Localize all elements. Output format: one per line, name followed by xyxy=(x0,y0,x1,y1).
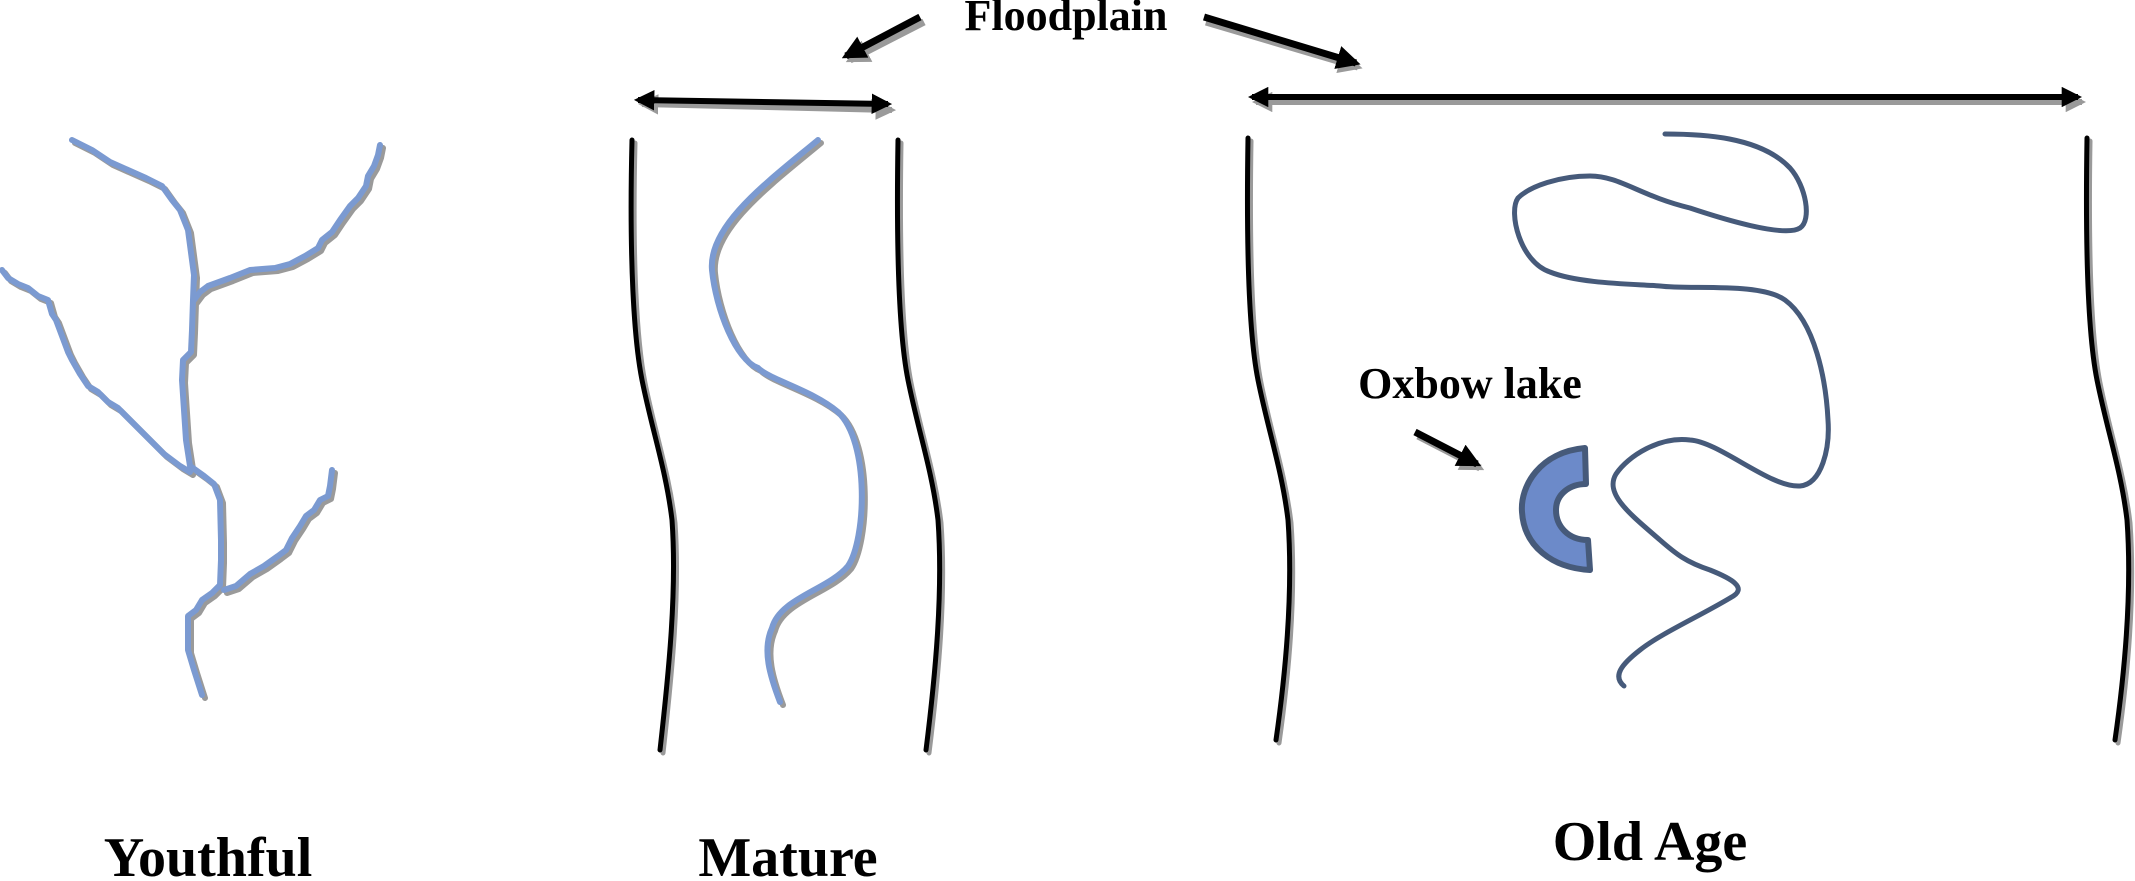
mature-floodplain-arrow xyxy=(633,90,897,120)
youthful-stage-label: Youthful xyxy=(104,827,313,881)
floodplain-pointer-arrows xyxy=(841,13,1363,74)
oxbow-lake xyxy=(1518,445,1593,573)
youthful-stream-network xyxy=(0,137,386,701)
mature-meandering-river xyxy=(708,137,868,708)
mature-right-valley-wall xyxy=(894,137,943,753)
oxbow-lake-pointer-arrow xyxy=(1413,428,1485,472)
old-age-valley-walls xyxy=(1244,135,2135,746)
mature-stage-label: Mature xyxy=(698,827,877,881)
old-age-right-valley-wall xyxy=(2083,135,2132,743)
old-age-stage-label: Old Age xyxy=(1553,811,1747,873)
old-age-meandering-river xyxy=(1512,131,1831,689)
old-age-left-valley-wall xyxy=(1244,135,1293,743)
floodplain-label: Floodplain xyxy=(965,0,1168,40)
mature-left-valley-wall xyxy=(628,137,677,753)
old-age-floodplain-arrow xyxy=(1247,86,2087,113)
oxbow-lake-label: Oxbow lake xyxy=(1358,359,1582,408)
mature-valley-walls xyxy=(628,137,946,756)
